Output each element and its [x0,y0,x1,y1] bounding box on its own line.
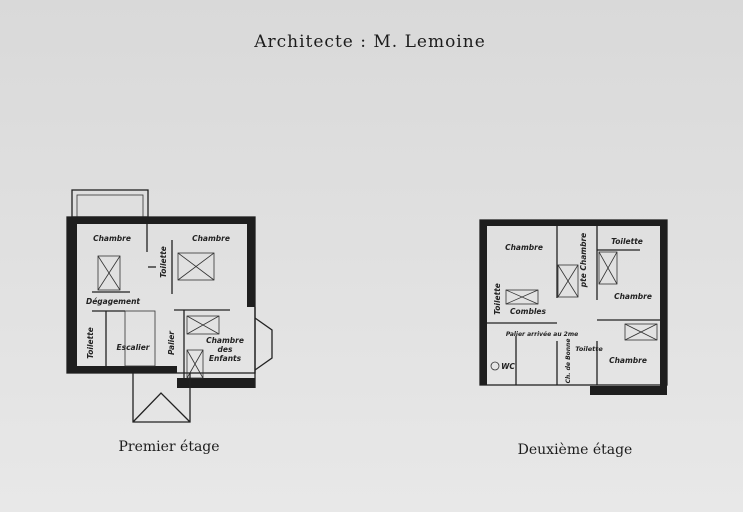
room-label: des [218,345,233,354]
premier-etage-caption: Premier étage [118,439,219,455]
deuxieme-etage-caption: Deuxième étage [518,442,633,458]
room-label: Chambre [206,336,244,345]
room-label: Ch. de Bonne [565,339,572,384]
room-label: Chambre [609,356,647,365]
room-label: Chambre [93,234,131,243]
room-label: Chambre [505,243,543,252]
room-label: pte Chambre [579,233,588,289]
room-label: Dégagement [86,297,140,306]
room-label: Enfants [209,354,242,363]
porch [132,373,191,423]
premier-etage-plan: Chambre Chambre Toilette Dégagement Toil… [66,189,273,423]
room-label: Palier [167,330,176,355]
room-label: Chambre [192,234,230,243]
room-label: Chambre [614,292,652,301]
architect-title: Architecte : M. Lemoine [253,32,486,52]
room-label: Toilette [493,283,502,315]
room-label: Toilette [575,345,603,353]
room-label: WC [501,362,515,371]
bay-window [254,317,273,371]
room-label: Escalier [116,343,150,352]
deuxieme-etage-plan: Chambre pte Chambre Toilette Chambre Toi… [479,219,668,395]
room-label: Toilette [159,246,168,278]
room-label: Toilette [611,237,643,246]
balcony [71,189,149,218]
room-label: Toilette [86,327,95,359]
room-label: Palier arrivée au 2me [506,331,578,338]
room-label: Combles [510,307,546,316]
